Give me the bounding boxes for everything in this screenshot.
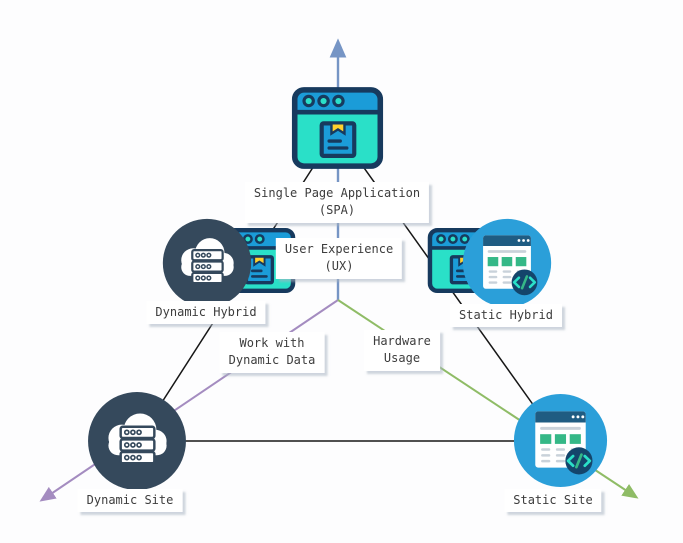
webpage-code-icon (461, 217, 553, 309)
dynamic-data-axis-label-line2: Dynamic Data (228, 353, 316, 368)
hardware-axis-label: Hardware Usage (364, 330, 440, 371)
webpage-code-icon (512, 392, 609, 489)
spa-label: Single Page Application (SPA) (244, 182, 430, 223)
hardware-axis-label-line1: Hardware (373, 334, 431, 348)
cloud-server-icon (161, 217, 253, 309)
browser-window-icon (291, 86, 384, 170)
spa-label-line1: Single Page Application (253, 186, 421, 200)
dynamic-data-axis-label: Work with Dynamic Data (219, 332, 325, 373)
static-site-label: Static Site (504, 489, 602, 513)
hardware-axis-label-line2: Usage (383, 351, 421, 366)
dynamic-site-label: Dynamic Site (77, 489, 183, 513)
ux-axis-label-line1: User Experience (284, 242, 394, 256)
dynamic-hybrid-label: Dynamic Hybrid (146, 301, 266, 325)
ux-axis-label: User Experience (UX) (275, 238, 403, 279)
spa-label-line2: (SPA) (318, 203, 356, 218)
static-hybrid-label: Static Hybrid (450, 304, 562, 328)
cloud-server-icon (86, 390, 188, 492)
dynamic-data-axis-label-line1: Work with (239, 336, 305, 350)
ux-axis-label-line2: (UX) (324, 259, 354, 274)
